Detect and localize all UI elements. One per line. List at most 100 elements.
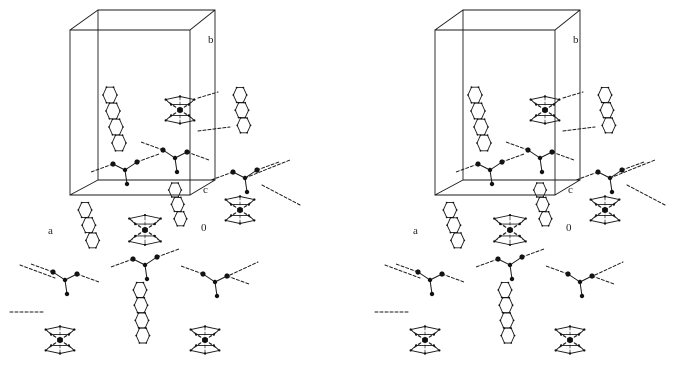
carbon-atom: [142, 281, 145, 284]
amide-fragment: [395, 263, 465, 297]
covalent-bond: [214, 281, 218, 297]
carbon-atom: [172, 155, 178, 161]
hydrogen-bond: [475, 258, 499, 268]
carbon-atom: [529, 119, 532, 122]
carbon-atom: [94, 224, 97, 227]
carbon-atom: [105, 110, 107, 112]
carbon-atom: [145, 289, 148, 291]
carbon-atom: [153, 222, 156, 226]
hydrogen-bond: [180, 265, 204, 275]
carbon-atom: [230, 203, 233, 206]
amide-fragment: [545, 265, 615, 299]
carbon-atom: [135, 281, 138, 284]
carbon-atom: [212, 279, 218, 285]
carbon-atom: [170, 182, 173, 184]
carbon-atom: [111, 118, 114, 121]
aromatic-ring: [597, 87, 613, 103]
carbon-atom: [595, 203, 598, 206]
carbon-atom: [470, 86, 473, 89]
carbon-atom: [503, 342, 506, 344]
hydrogen-bond: [110, 258, 134, 268]
unit-cell-edge: [554, 9, 581, 31]
carbon-atom: [499, 319, 502, 322]
carbon-atom: [577, 333, 580, 336]
carbon-atom: [218, 349, 221, 352]
iron-atom: [202, 337, 208, 343]
carbon-atom: [239, 131, 242, 134]
carbon-atom: [178, 95, 182, 98]
hydrogen-bond: [197, 126, 231, 132]
carbon-atom: [164, 98, 167, 101]
covalent-bond: [64, 279, 68, 295]
carbon-atom: [112, 86, 115, 89]
carbon-atom: [539, 169, 545, 175]
carbon-atom: [510, 289, 513, 291]
carbon-atom: [105, 101, 108, 104]
aromatic-stack: [132, 281, 151, 344]
amide-fragment: [110, 248, 180, 282]
axis-label-c: c: [568, 184, 573, 196]
carbon-atom: [470, 110, 472, 112]
carbon-atom: [432, 344, 435, 347]
iron-carbon-bond: [509, 229, 527, 242]
carbon-atom: [244, 101, 247, 104]
axis-label-b: b: [208, 34, 214, 46]
carbon-atom: [508, 296, 511, 299]
carbon-atom: [500, 334, 503, 337]
carbon-atom: [237, 101, 240, 104]
carbon-atom: [203, 325, 207, 328]
hydrogen-bond: [197, 91, 219, 99]
aromatic-ring: [102, 86, 118, 104]
carbon-atom: [44, 328, 47, 331]
carbon-atom: [50, 333, 53, 336]
aromatic-ring: [473, 118, 489, 136]
carbon-atom: [187, 114, 190, 117]
carbon-atom: [558, 119, 561, 122]
covalent-bond: [579, 281, 583, 297]
carbon-atom: [176, 224, 179, 227]
carbon-atom: [238, 195, 242, 198]
axis-label-a: a: [48, 225, 53, 237]
covalent-bond: [244, 177, 248, 193]
carbon-atom: [84, 231, 87, 234]
carbon-atom: [91, 216, 93, 219]
carbon-atom: [235, 86, 238, 89]
carbon-atom: [604, 131, 607, 134]
carbon-atom: [118, 118, 121, 121]
carbon-atom: [232, 94, 235, 96]
amide-fragment: [140, 141, 210, 175]
carbon-atom: [453, 246, 456, 249]
carbon-atom: [121, 134, 124, 137]
hydrogen-bond: [562, 126, 596, 132]
carbon-atom: [135, 334, 138, 337]
carbon-atom: [182, 210, 185, 213]
aromatic-ring: [498, 297, 514, 314]
carbon-atom: [518, 234, 521, 238]
carbon-atom: [604, 117, 607, 119]
aromatic-ring: [105, 102, 121, 120]
carbon-atom: [136, 296, 139, 299]
carbon-atom: [88, 232, 91, 234]
carbon-atom: [612, 203, 615, 206]
carbon-atom: [500, 281, 503, 284]
carbon-atom: [470, 101, 473, 104]
carbon-atom: [73, 328, 76, 331]
carbon-atom: [501, 296, 504, 299]
carbon-atom: [452, 201, 455, 204]
hydrogen-bond: [626, 184, 666, 206]
unit-cell-edge: [189, 179, 216, 196]
carbon-atom: [450, 239, 452, 242]
carbon-atom: [128, 217, 131, 220]
carbon-atom: [170, 196, 173, 198]
aromatic-ring: [132, 282, 148, 298]
carbon-atom: [124, 181, 130, 187]
carbon-atom: [224, 198, 227, 201]
carbon-atom: [148, 334, 151, 337]
iron-atom: [602, 207, 608, 213]
carbon-atom: [173, 210, 176, 213]
carbon-atom: [476, 142, 478, 144]
carbon-atom: [128, 240, 131, 243]
aromatic-ring: [500, 327, 515, 344]
carbon-atom: [541, 210, 544, 213]
carbon-atom: [108, 126, 110, 128]
